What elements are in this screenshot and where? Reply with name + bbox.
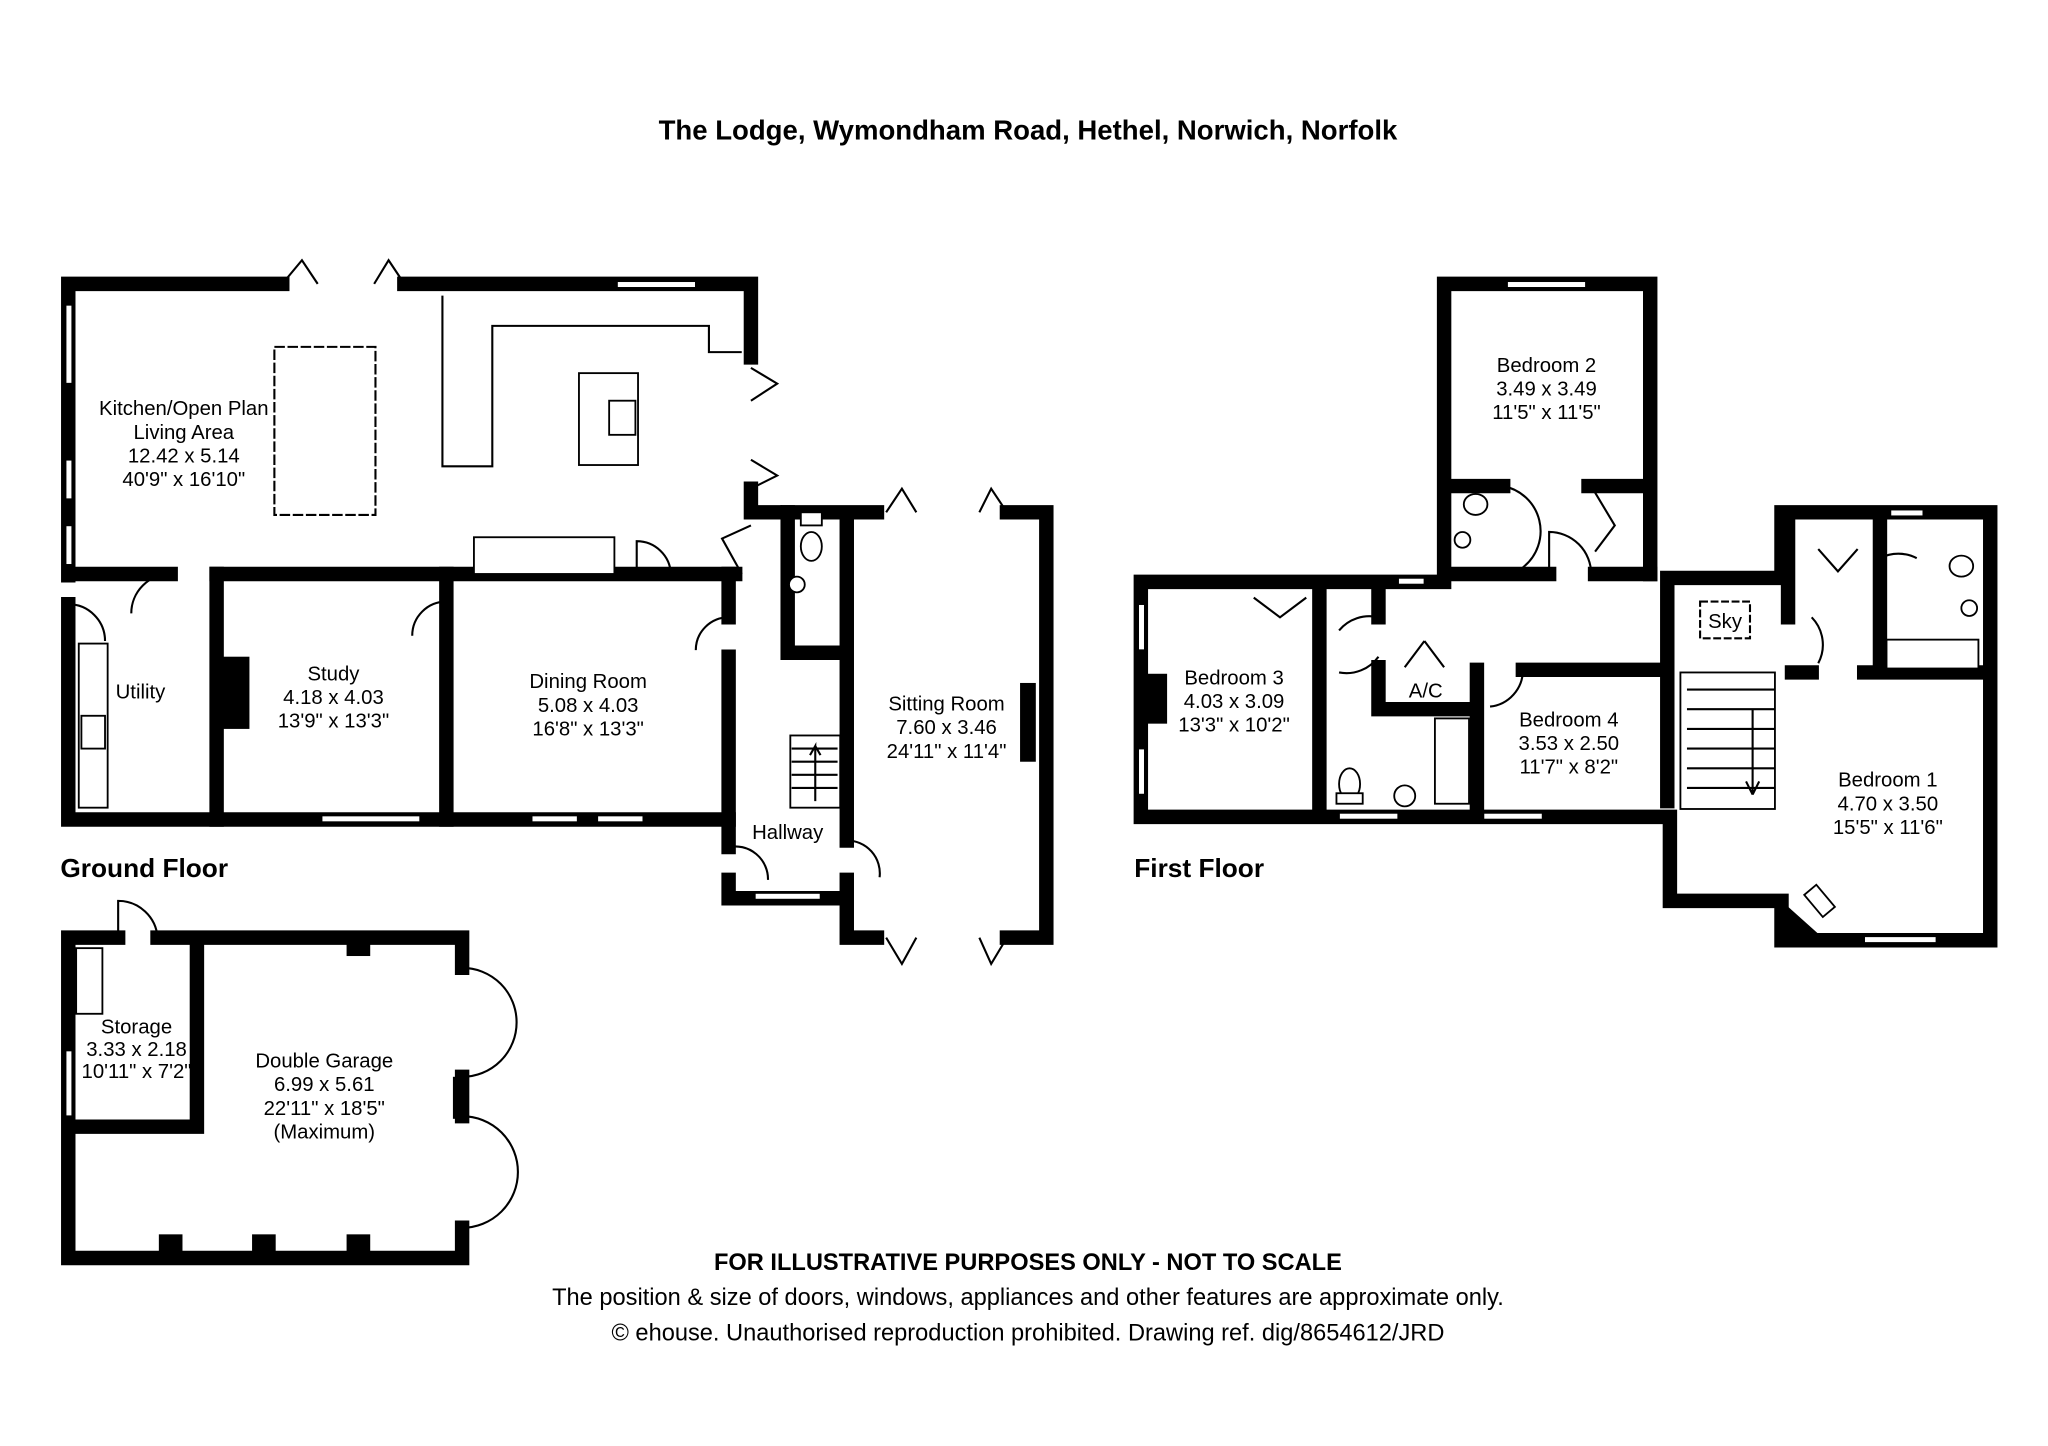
first-floor-label: First Floor xyxy=(1134,853,1264,883)
room-metric: 12.42 x 5.14 xyxy=(128,445,240,467)
ground-floor-plan: Kitchen/Open Plan Living Area 12.42 x 5.… xyxy=(60,258,1054,1266)
room-imperial: 11'7" x 8'2" xyxy=(1519,757,1618,779)
room-metric: 7.60 x 3.46 xyxy=(896,717,997,739)
copyright-text: © ehouse. Unauthorised reproduction proh… xyxy=(611,1321,1444,1347)
room-name: Hallway xyxy=(752,822,824,844)
room-note: (Maximum) xyxy=(273,1122,375,1144)
skylight-label: Sky xyxy=(1708,611,1743,633)
room-imperial: 24'11" x 11'4" xyxy=(887,741,1007,763)
property-title: The Lodge, Wymondham Road, Hethel, Norwi… xyxy=(659,114,1398,145)
room-imperial: 11'5" x 11'5" xyxy=(1492,402,1600,424)
room-name: Kitchen/Open Plan xyxy=(99,398,269,420)
room-metric: 4.18 x 4.03 xyxy=(283,687,384,709)
room-metric: 3.53 x 2.50 xyxy=(1519,733,1620,755)
room-imperial: 15'5" x 11'6" xyxy=(1833,817,1943,839)
room-metric: 4.70 x 3.50 xyxy=(1838,793,1939,815)
room-metric: 3.33 x 2.18 xyxy=(86,1039,187,1061)
room-name: A/C xyxy=(1409,680,1443,702)
disclaimer-heading: FOR ILLUSTRATIVE PURPOSES ONLY - NOT TO … xyxy=(714,1250,1342,1276)
room-name: Living Area xyxy=(134,422,235,444)
room-name: Study xyxy=(307,663,360,685)
room-name: Bedroom 4 xyxy=(1519,709,1618,731)
room-name: Double Garage xyxy=(255,1051,393,1073)
room-name: Sitting Room xyxy=(888,694,1004,716)
room-imperial: 13'3" x 10'2" xyxy=(1178,715,1290,737)
room-metric: 3.49 x 3.49 xyxy=(1496,378,1597,400)
first-floor-plan: Bedroom 2 3.49 x 3.49 11'5" x 11'5" Bedr… xyxy=(1133,276,1998,948)
room-imperial: 40'9" x 16'10" xyxy=(122,469,245,491)
room-metric: 4.03 x 3.09 xyxy=(1184,691,1285,713)
room-name: Dining Room xyxy=(529,671,647,693)
room-name: Bedroom 3 xyxy=(1184,667,1283,689)
room-name: Storage xyxy=(101,1016,172,1038)
ground-floor-label: Ground Floor xyxy=(60,853,228,883)
disclaimer-text: The position & size of doors, windows, a… xyxy=(552,1285,1504,1311)
room-name: Bedroom 2 xyxy=(1497,355,1596,377)
room-name: Utility xyxy=(116,682,167,704)
room-imperial: 16'8" x 13'3" xyxy=(532,718,644,740)
room-name: Bedroom 1 xyxy=(1838,770,1937,792)
room-imperial: 13'9" x 13'3" xyxy=(278,711,390,733)
room-metric: 6.99 x 5.61 xyxy=(274,1074,375,1096)
room-imperial: 10'11" x 7'2" xyxy=(82,1061,192,1083)
room-metric: 5.08 x 4.03 xyxy=(538,695,639,717)
room-imperial: 22'11" x 18'5" xyxy=(264,1098,385,1120)
